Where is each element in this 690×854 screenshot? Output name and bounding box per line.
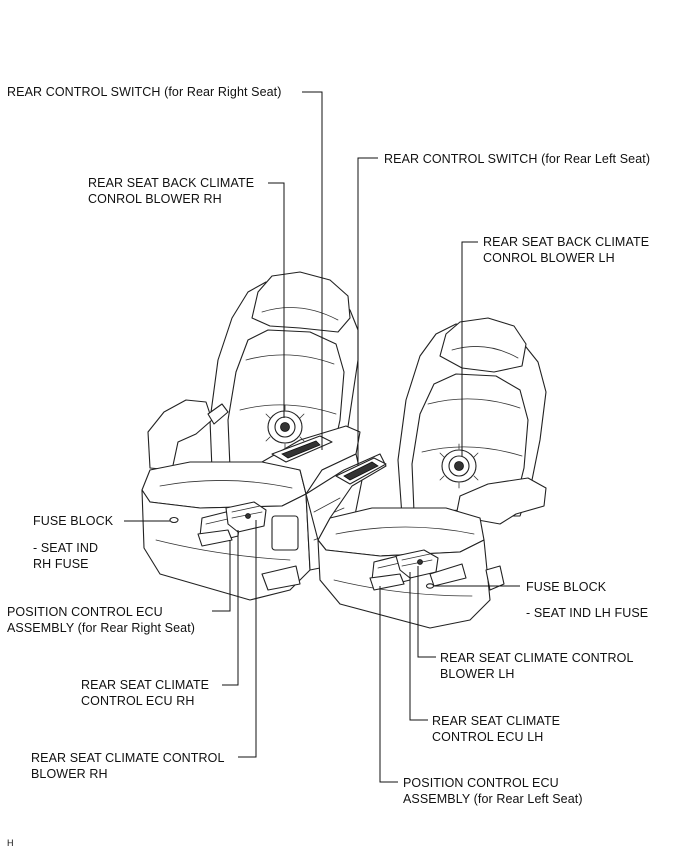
label-blower-lh-line1: REAR SEAT BACK CLIMATE — [483, 235, 650, 249]
label-climate-ecu-lh-line1: REAR SEAT CLIMATE — [432, 714, 561, 728]
label-climate-blower-rh-line2: BLOWER RH — [31, 767, 108, 781]
label-climate-ecu-rh-line1: REAR SEAT CLIMATE — [81, 678, 210, 692]
leader-lines — [124, 91, 520, 783]
label-seat-ind-rh-line2: RH FUSE — [33, 557, 89, 571]
label-seat-ind-lh-fuse: - SEAT IND LH FUSE — [526, 606, 649, 620]
label-blower-rh: REAR SEAT BACK CLIMATE CONROL BLOWER RH — [88, 175, 254, 207]
blower-rh-icon — [265, 404, 305, 450]
label-rear-control-switch-left: REAR CONTROL SWITCH (for Rear Left Seat) — [384, 152, 651, 166]
label-position-ecu-left: POSITION CONTROL ECU ASSEMBLY (for Rear … — [403, 775, 583, 807]
label-pos-ecu-right-line2: ASSEMBLY (for Rear Right Seat) — [7, 621, 196, 635]
label-climate-blower-lh-line2: BLOWER LH — [440, 667, 515, 681]
label-climate-ecu-lh: REAR SEAT CLIMATE CONTROL ECU LH — [432, 713, 560, 745]
label-pos-ecu-left-line1: POSITION CONTROL ECU — [403, 776, 559, 790]
label-seat-ind-rh-fuse: - SEAT IND RH FUSE — [33, 540, 98, 572]
label-position-ecu-right: POSITION CONTROL ECU ASSEMBLY (for Rear … — [7, 604, 195, 636]
label-rear-control-switch-right: REAR CONTROL SWITCH (for Rear Right Seat… — [7, 85, 282, 99]
blower-lh-icon — [439, 443, 479, 489]
label-pos-ecu-right-line1: POSITION CONTROL ECU — [7, 605, 163, 619]
label-blower-lh: REAR SEAT BACK CLIMATE CONROL BLOWER LH — [483, 234, 649, 266]
label-fuse-block-lh: FUSE BLOCK — [526, 580, 607, 594]
label-climate-blower-lh: REAR SEAT CLIMATE CONTROL BLOWER LH — [440, 650, 634, 682]
rear-left-seat — [305, 317, 547, 629]
label-seat-ind-rh-line1: - SEAT IND — [33, 541, 99, 555]
label-blower-lh-line2: CONROL BLOWER LH — [483, 251, 615, 265]
label-climate-ecu-lh-line2: CONTROL ECU LH — [432, 730, 544, 744]
label-fuse-block-rh: FUSE BLOCK — [33, 514, 114, 528]
label-blower-rh-line2: CONROL BLOWER RH — [88, 192, 222, 206]
label-climate-ecu-rh: REAR SEAT CLIMATE CONTROL ECU RH — [81, 677, 209, 709]
label-climate-blower-rh-line1: REAR SEAT CLIMATE CONTROL — [31, 751, 225, 765]
corner-mark: H — [7, 838, 14, 848]
label-blower-rh-line1: REAR SEAT BACK CLIMATE — [88, 176, 255, 190]
label-pos-ecu-left-line2: ASSEMBLY (for Rear Left Seat) — [403, 792, 583, 806]
label-climate-blower-lh-line1: REAR SEAT CLIMATE CONTROL — [440, 651, 634, 665]
position-ecu-rh-icon — [197, 511, 241, 547]
label-climate-ecu-rh-line2: CONTROL ECU RH — [81, 694, 195, 708]
label-climate-blower-rh: REAR SEAT CLIMATE CONTROL BLOWER RH — [31, 750, 225, 782]
